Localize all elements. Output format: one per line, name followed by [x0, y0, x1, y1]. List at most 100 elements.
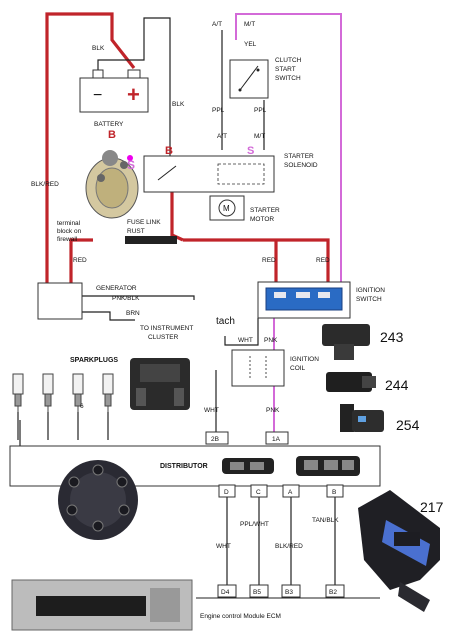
at-bot-label: A/T — [217, 133, 227, 140]
blk-top-label: BLK — [92, 45, 105, 52]
ign-switch-label-2: SWITCH — [356, 296, 382, 303]
terminal-2b — [205, 431, 229, 445]
ppl-right-label: PPL — [254, 107, 267, 114]
connector-243-photo — [322, 324, 370, 360]
red-left-label: RED — [73, 257, 87, 264]
ecm-b2-label: B2 — [329, 589, 337, 596]
photo-s-label: S — [127, 158, 135, 172]
wht-top-label: WHT — [238, 337, 253, 344]
battery-minus: − — [93, 87, 102, 104]
sparkplug-2 — [42, 373, 54, 412]
wire-wht-label: WHT — [216, 543, 231, 550]
battery-term-neg — [92, 69, 104, 79]
red-mid-label: RED — [262, 257, 276, 264]
ecm-label: Engine control Module ECM — [200, 613, 281, 620]
sol-b-label: B — [165, 145, 173, 157]
pin-d-label: D — [224, 489, 229, 496]
ecm-b3-label: B3 — [285, 589, 293, 596]
battery-box — [79, 77, 149, 113]
starter-label-1: STARTER — [284, 153, 314, 160]
connector-244-photo — [326, 372, 376, 392]
pnkblk-label: PNK/BLK — [112, 295, 140, 302]
tach-label: tach — [216, 316, 235, 327]
distributor-connector-right — [296, 456, 360, 476]
terminal-1a — [265, 431, 289, 445]
starter-label-2: SOLENOID — [284, 162, 318, 169]
ign-coil-label-1: IGNITION — [290, 356, 319, 363]
distributor-cap-photo — [58, 460, 138, 540]
red-right-label: RED — [316, 257, 330, 264]
brn-label: BRN — [126, 310, 140, 317]
terminal-label-1: terminal — [57, 220, 81, 227]
blk-wire-battery-to-solenoid — [97, 17, 171, 162]
instrument-label-2: CLUSTER — [148, 334, 179, 341]
motor-label-1: STARTER — [250, 207, 280, 214]
starter-solenoid-box — [143, 155, 275, 193]
ignition-coil-box — [231, 349, 285, 387]
fuse-label-2: RUST — [127, 228, 145, 235]
connector-243-label: 243 — [380, 329, 404, 345]
yel-label: YEL — [244, 41, 257, 48]
clutch-label-1: CLUTCH — [275, 57, 302, 64]
blk-mid-label: BLK — [172, 101, 185, 108]
battery-plus: + — [127, 82, 140, 107]
ppl-left-label: PPL — [212, 107, 225, 114]
clutch-switch-box — [229, 59, 269, 99]
mt-top-label: M/T — [244, 21, 255, 28]
generator-label: GENERATOR — [96, 285, 137, 292]
wire-wht-tach — [224, 318, 259, 346]
pin-b-label: B — [332, 489, 336, 496]
red-wire-fuse-to-switch — [183, 238, 330, 282]
solenoid-photo — [85, 150, 139, 219]
ecm-b5-label: B5 — [253, 589, 261, 596]
clutch-label-2: START — [275, 66, 296, 73]
pnk-mid-label: PNK — [266, 407, 280, 414]
sparkplugs-label: SPARKPLUGS — [70, 357, 118, 364]
coil-pack-photo — [130, 358, 190, 410]
connector-217-label: 217 — [420, 499, 444, 515]
pin-a-label: A — [288, 489, 293, 496]
instrument-label-1: TO INSTRUMENT — [140, 325, 193, 332]
terminal-1a-label: 1A — [272, 436, 281, 443]
distributor-connector-left — [222, 458, 274, 474]
wire-pplwht-label: PPL/WHT — [240, 521, 269, 528]
battery-label: BATTERY — [94, 121, 124, 128]
ecm-photo — [11, 579, 193, 631]
sol-s-label: S — [247, 145, 254, 157]
photo-b-label: B — [108, 129, 116, 141]
pnk-top-label: PNK — [264, 337, 278, 344]
pink-wire-mt — [235, 13, 342, 282]
mt-bot-label: M/T — [254, 133, 265, 140]
connector-254-photo — [340, 404, 384, 432]
wire-blkred-label: BLK/RED — [275, 543, 303, 550]
pin-c-label: C — [256, 489, 261, 496]
connector-254-label: 254 — [396, 417, 420, 433]
ign-coil-label-2: COIL — [290, 365, 306, 372]
wire-gen-brn — [80, 311, 135, 321]
terminal-label-3: firewall — [57, 236, 78, 243]
terminal-2b-label: 2B — [211, 436, 219, 443]
motor-label-2: MOTOR — [250, 216, 274, 223]
wire-gen-pnkblk — [80, 295, 195, 300]
wht-mid-label: WHT — [204, 407, 219, 414]
plug-number-label: 6 — [80, 403, 84, 410]
wire-tanblk-label: TAN/BLK — [312, 517, 339, 524]
connector-217-photo — [358, 490, 440, 612]
fuse-link — [125, 236, 177, 244]
red-wire-battery-to-generator — [45, 12, 136, 283]
fuse-label-1: FUSE LINK — [127, 219, 161, 226]
sparkplug-1 — [12, 373, 24, 412]
sparkplug-4 — [102, 373, 114, 412]
connector-244-label: 244 — [385, 377, 409, 393]
blk-red-label: BLK/RED — [31, 181, 59, 188]
sparkplug-3 — [72, 373, 84, 412]
at-top-label: A/T — [212, 21, 222, 28]
red-wire-fuse-to-ignition — [69, 238, 93, 283]
ign-switch-label-1: IGNITION — [356, 287, 385, 294]
battery-term-pos — [127, 69, 141, 79]
generator-box — [37, 282, 83, 320]
distributor-label: DISTRIBUTOR — [160, 463, 208, 470]
clutch-label-3: SWITCH — [275, 75, 301, 82]
svg-text:M: M — [223, 204, 230, 213]
